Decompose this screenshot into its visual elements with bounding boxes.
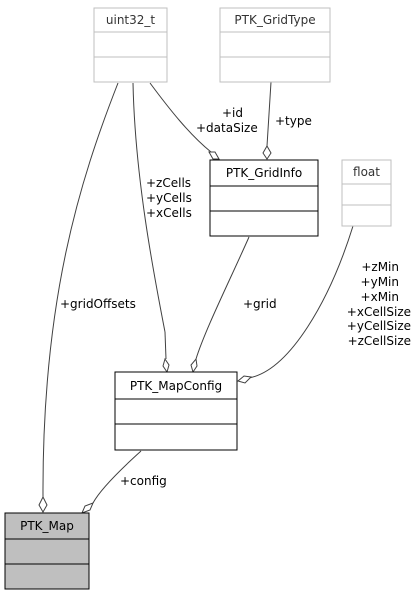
edge-type bbox=[262, 81, 272, 160]
class-map-title: PTK_Map bbox=[20, 519, 74, 533]
class-uint32[interactable]: uint32_t bbox=[93, 7, 168, 83]
edge-label-xcellsize: +xCellSize bbox=[347, 305, 411, 319]
class-map[interactable]: PTK_Map bbox=[4, 512, 90, 590]
class-mapconfig[interactable]: PTK_MapConfig bbox=[114, 371, 238, 451]
class-float-title: float bbox=[353, 165, 380, 179]
edge-label-ycellsize: +yCellSize bbox=[347, 319, 411, 333]
edge-label-ycells: +yCells bbox=[146, 191, 192, 205]
edge-config bbox=[81, 450, 142, 514]
edge-cells bbox=[132, 82, 170, 374]
edge-label-grid: +grid bbox=[243, 297, 277, 311]
edge-label-ymin: +yMin bbox=[361, 275, 399, 289]
edge-label-xmin: +xMin bbox=[361, 290, 399, 304]
edge-label-float-fields: +zMin +yMin +xMin +xCellSize +yCellSize … bbox=[347, 260, 411, 348]
class-gridtype[interactable]: PTK_GridType bbox=[219, 7, 331, 83]
class-uint32-title: uint32_t bbox=[106, 13, 156, 27]
edge-label-gridoffsets: +gridOffsets bbox=[60, 297, 136, 311]
edge-label-zcells: +zCells bbox=[146, 176, 191, 190]
class-gridtype-title: PTK_GridType bbox=[234, 13, 315, 27]
class-mapconfig-title: PTK_MapConfig bbox=[130, 379, 222, 393]
edge-label-type: +type bbox=[275, 114, 312, 128]
edge-label-xcells: +xCells bbox=[146, 206, 192, 220]
edge-label-datasize: +dataSize bbox=[196, 121, 258, 135]
edge-id-datasize bbox=[149, 82, 220, 160]
edge-float-fields bbox=[236, 225, 354, 384]
class-float[interactable]: float bbox=[341, 159, 392, 227]
edge-grid bbox=[190, 236, 250, 374]
edge-gridoffsets bbox=[38, 82, 119, 514]
class-gridinfo[interactable]: PTK_GridInfo bbox=[209, 159, 319, 237]
edge-label-zmin: +zMin bbox=[361, 260, 399, 274]
edge-label-config: +config bbox=[120, 474, 167, 488]
class-gridinfo-title: PTK_GridInfo bbox=[226, 166, 302, 180]
edge-label-id: +id bbox=[222, 106, 243, 120]
edge-label-zcellsize: +zCellSize bbox=[348, 334, 411, 348]
